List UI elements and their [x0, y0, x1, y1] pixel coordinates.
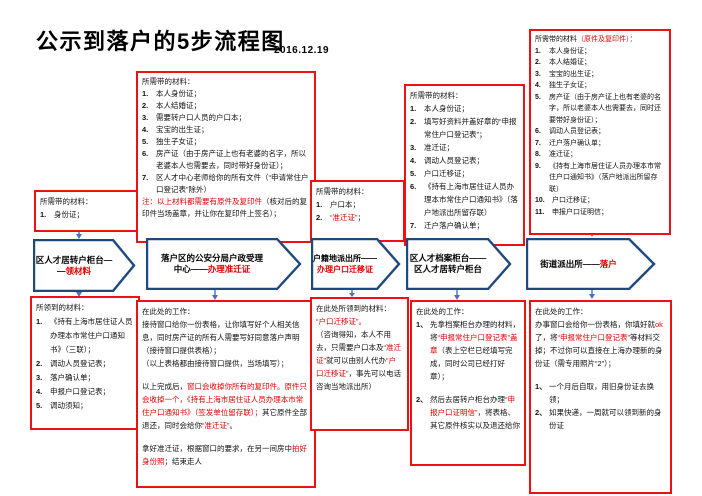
step-5-materials-needed-box: 所需带的材料（原件及复印件）：1.本人身份证；2.本人结婚证；3.宝宝的出生证；… — [529, 29, 671, 235]
step-1-materials-needed-box: 所需带的材料：1.身份证； — [34, 190, 138, 232]
step-2-work-box: 在此处的工作：接待窗口给你一份表格，让你填写好个人相关信息，同时房产证的所有人需… — [136, 300, 316, 488]
step-3-materials-received-box: 在此处所领到的材料：“户口迁移证”。（咨询得知，本人不用去，只需要户口本及“准迁… — [310, 297, 409, 431]
step-1-materials-received-box: 所领到的材料：1.《持有上海市居住证人员办理本市常住户口通知书》（三联）；2.调… — [30, 296, 140, 430]
page-title: 公示到落户的5步流程图 — [36, 29, 285, 54]
title-date: 2016.12.19 — [274, 45, 330, 56]
step-4-label: 区人才档案柜台——区人才居转户柜台 — [409, 253, 487, 274]
step-1-label: 区人才居转户柜台——领材料 — [35, 254, 113, 276]
step-2-materials-needed-box: 所需带的材料：1.本人身份证；2.本人结婚证；3.需要转户口人员的户口本；4.宝… — [136, 71, 316, 243]
step-3-materials-needed-box: 所需带的材料：1.户口本；2.“准迁证”； — [310, 180, 405, 242]
step-4-materials-needed-box: 所需带的材料：1.本人身份证；2.填写好资料并盖好章的“申报常住户口登记表”；3… — [404, 84, 525, 246]
step-2-shape: 落户区的公安分局户政受理中心——办理准迁证 — [146, 238, 302, 290]
step-4-work-box: 在此处的工作：1、先拿档案柜台办理的材料，将“申报常住户口登记表”盖章（表上空栏… — [410, 300, 526, 466]
step-4-shape: 区人才档案柜台——区人才居转户柜台 — [406, 238, 512, 290]
step-5-shape: 街道派出所——落户 — [526, 238, 656, 290]
step-1-shape: 区人才居转户柜台——领材料 — [33, 239, 136, 292]
step-2-label: 落户区的公安分局户政受理中心——办理准迁证 — [160, 253, 263, 274]
step-5-work-box: 在此处的工作：办事窗口会给你一份表格，你填好就ok了，将“申报常住户口登记表”等… — [529, 300, 672, 494]
step-5-label: 街道派出所——落户 — [540, 258, 617, 269]
step-3-shape: 户籍地派出所——办理户口迁移证 — [311, 238, 401, 290]
step-3-label: 户籍地派出所——办理户口迁移证 — [313, 254, 377, 274]
